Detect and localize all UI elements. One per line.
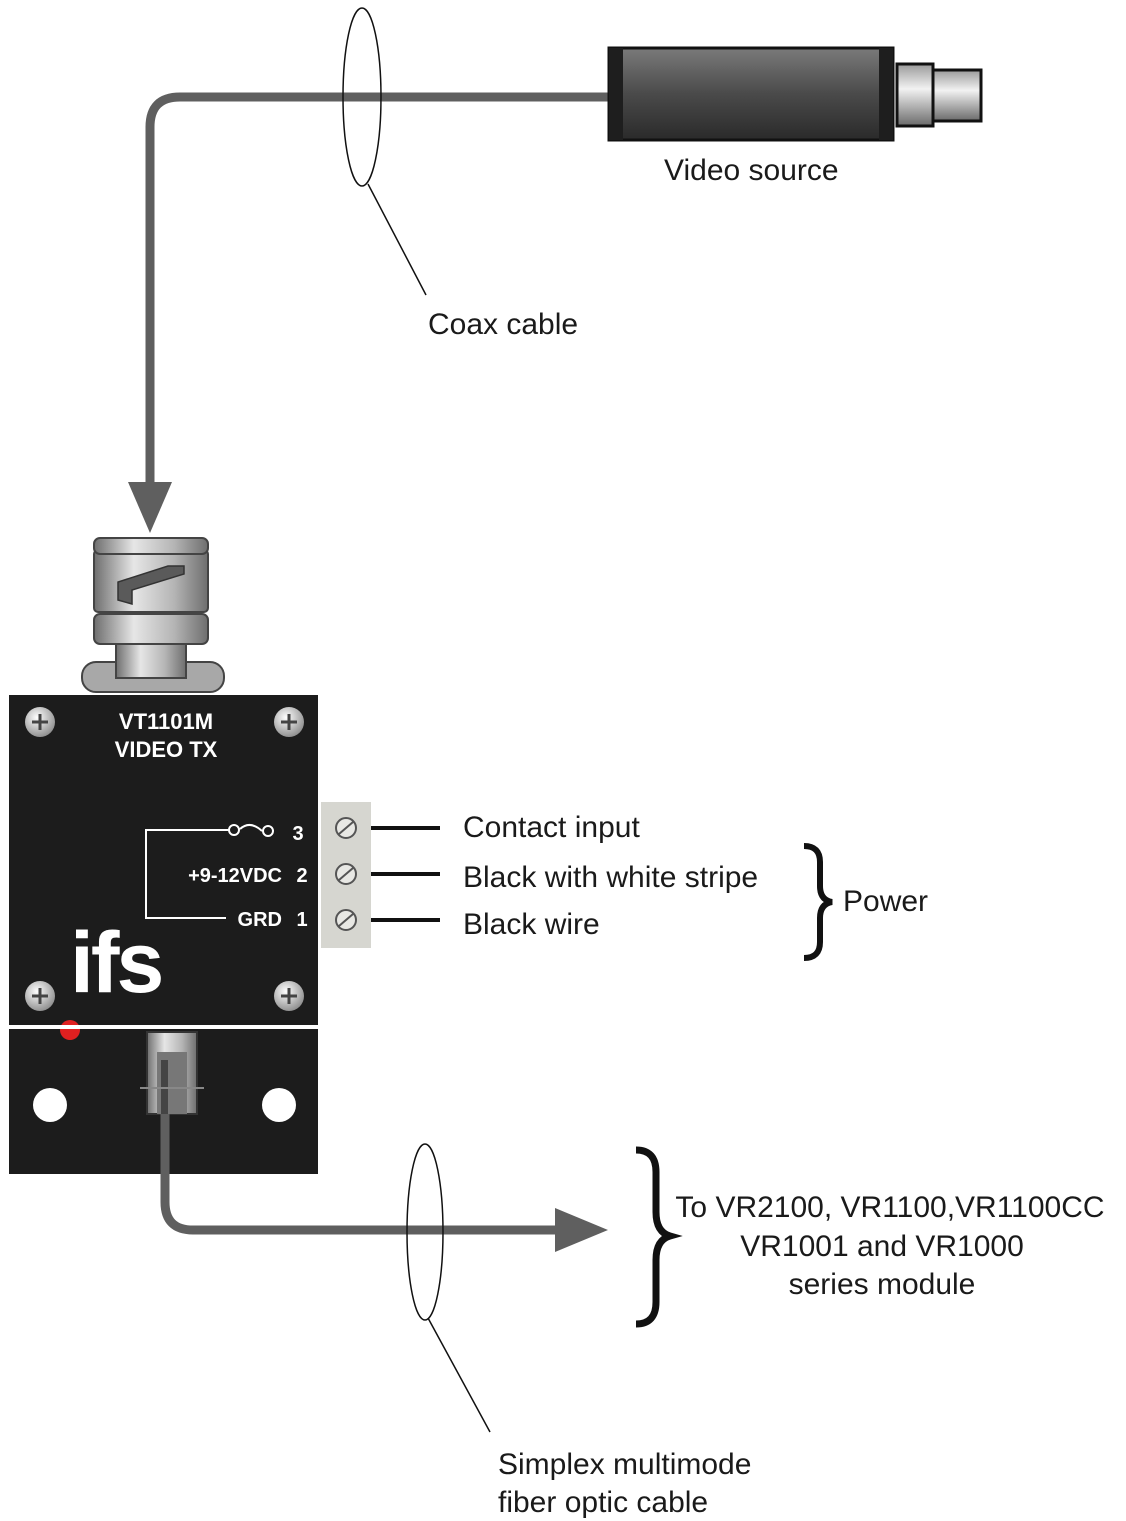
destination-brace xyxy=(635,1146,683,1328)
fiber-label-line2: fiber optic cable xyxy=(498,1486,708,1519)
coax-leader-line xyxy=(367,183,427,296)
fiber-cable-ellipse xyxy=(406,1143,444,1321)
device-model-label: VT1101M xyxy=(119,709,213,734)
fiber-cable-line xyxy=(160,1114,560,1235)
screw-icon xyxy=(274,707,304,737)
terminal-2-label: +9-12VDC xyxy=(188,865,282,887)
video-source-label: Video source xyxy=(664,154,839,187)
bnc-connector-icon xyxy=(81,537,225,693)
fiber-leader-line xyxy=(427,1317,491,1433)
device-internal-wire xyxy=(145,829,230,919)
coax-cable-label: Coax cable xyxy=(428,308,578,341)
destination-label-line3: series module xyxy=(789,1268,976,1301)
destination-label-line1: To VR2100, VR1100,VR1100CC xyxy=(675,1191,1104,1224)
ifs-logo: ifs xyxy=(70,915,162,1011)
switch-lever-icon xyxy=(239,824,263,832)
terminal-screw-icon xyxy=(335,817,357,839)
screw-icon xyxy=(25,981,55,1011)
device-body xyxy=(9,695,318,1025)
fiber-arrowhead xyxy=(555,1208,608,1252)
switch-contact-icon xyxy=(262,825,274,837)
device-type-label: VIDEO TX xyxy=(115,737,218,762)
black-wire-label: Black wire xyxy=(463,908,600,941)
destination-label-line2: VR1001 and VR1000 xyxy=(740,1230,1024,1263)
terminal-1-number: 1 xyxy=(296,909,307,931)
terminal-1-label: GRD xyxy=(238,909,282,931)
fiber-label-line1: Simplex multimode xyxy=(498,1448,751,1481)
terminal-screw-icon xyxy=(335,909,357,931)
coax-arrowhead xyxy=(128,482,172,533)
terminal-2-number: 2 xyxy=(296,865,307,887)
fiber-connector-icon xyxy=(140,1031,204,1115)
power-brace xyxy=(803,843,833,961)
terminal-screw-icon xyxy=(335,863,357,885)
contact-input-label: Contact input xyxy=(463,811,640,844)
terminal-3-number: 3 xyxy=(292,823,303,845)
coax-cable-ellipse xyxy=(342,7,382,187)
screw-icon xyxy=(274,981,304,1011)
coax-cable-line xyxy=(145,92,610,488)
status-led xyxy=(60,1020,80,1040)
switch-contact-icon xyxy=(228,824,240,836)
video-source-camera-icon xyxy=(607,46,983,142)
power-label: Power xyxy=(843,885,928,918)
screw-icon xyxy=(25,707,55,737)
mounting-hole xyxy=(262,1088,296,1122)
black-white-stripe-label: Black with white stripe xyxy=(463,861,758,894)
mounting-hole xyxy=(33,1088,67,1122)
